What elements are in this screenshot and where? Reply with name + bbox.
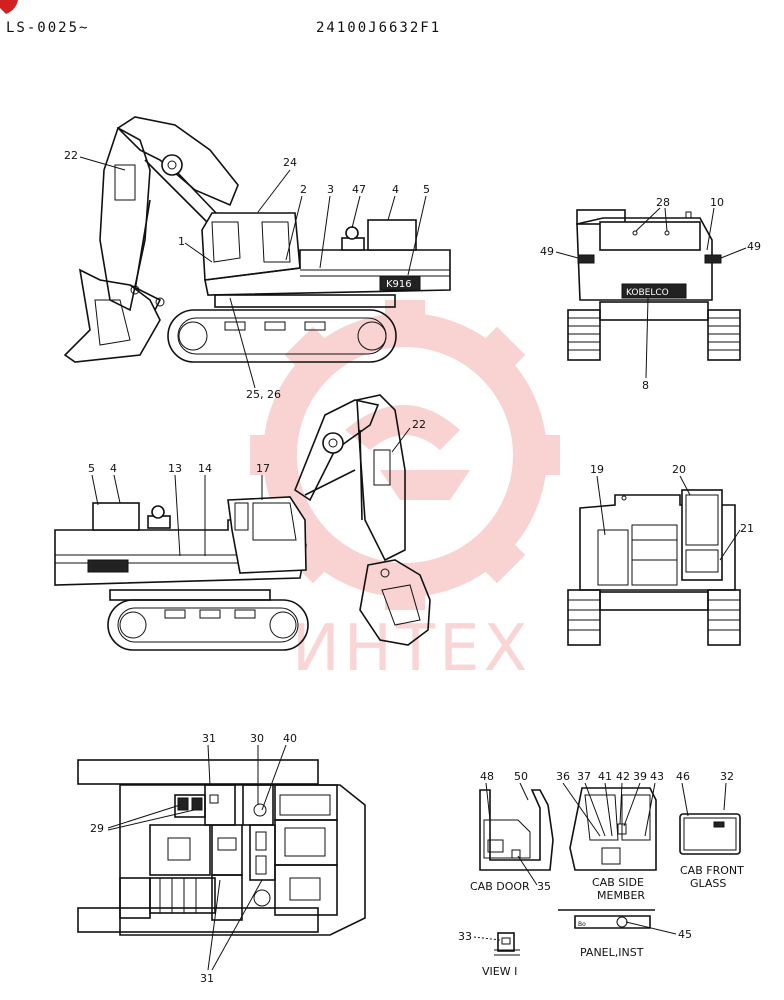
callout-label: 24 <box>283 156 297 169</box>
svg-text:Bo: Bo <box>578 921 586 928</box>
view-1-detail <box>494 932 520 956</box>
callouts-panel-inst: 45 <box>625 921 692 941</box>
callout-label: 19 <box>590 463 604 476</box>
callouts-side-view-left: 22 24 1 2 3 47 4 5 25, 26 <box>64 149 430 401</box>
callout-label: 10 <box>710 196 724 209</box>
callout-label: 8 <box>642 379 649 392</box>
watermark-gear <box>250 300 560 610</box>
callout-label: 13 <box>168 462 182 475</box>
callout-label: 37 <box>577 770 591 783</box>
callout-label: 5 <box>423 183 430 196</box>
callouts-top-plan-view: 31 30 40 29 31 <box>90 732 297 985</box>
brand-plate-rear: KOBELCO <box>626 288 669 298</box>
callout-label: 20 <box>672 463 686 476</box>
caption-panel-inst: PANEL,INST <box>580 946 644 959</box>
callout-label: 48 <box>480 770 494 783</box>
callout-label: 25, 26 <box>246 388 281 401</box>
caption-cab-front-line2: GLASS <box>690 877 726 890</box>
callout-label: 21 <box>740 522 754 535</box>
callout-label: 2 <box>300 183 307 196</box>
callouts-cab-side-member: 36 37 41 42 39 43 <box>556 770 664 837</box>
callout-label: 49 <box>540 245 554 258</box>
callouts-rear-view: 28 10 49 49 8 <box>540 196 761 392</box>
callout-label: 30 <box>250 732 264 745</box>
callout-label: 22 <box>64 149 78 162</box>
callout-label: 32 <box>720 770 734 783</box>
callout-label: 3 <box>327 183 334 196</box>
callout-label: 22 <box>412 418 426 431</box>
callout-label: 40 <box>283 732 297 745</box>
excavator-top-plan-view <box>77 759 366 936</box>
callout-label: 31 <box>202 732 216 745</box>
callout-label: 42 <box>616 770 630 783</box>
callouts-front-view: 19 20 21 <box>590 463 754 561</box>
callout-label: 45 <box>678 928 692 941</box>
callout-label: 35 <box>537 880 551 893</box>
callout-label: 14 <box>198 462 212 475</box>
callout-label: 41 <box>598 770 612 783</box>
callouts-cab-front-glass: 46 32 <box>676 770 734 817</box>
callout-label: 33 <box>458 930 472 943</box>
callout-label: 17 <box>256 462 270 475</box>
excavator-side-view-left: K916 <box>63 116 451 363</box>
callout-label: 39 <box>633 770 647 783</box>
callout-label: 46 <box>676 770 690 783</box>
excavator-rear-view: KOBELCO <box>567 209 741 361</box>
excavator-side-view-right <box>54 394 431 651</box>
caption-view-1: VIEW I <box>482 965 517 978</box>
callouts-cab-door: 48 50 35 <box>480 770 551 893</box>
caption-cab-side-line1: CAB SIDE <box>592 876 644 889</box>
callouts-view-1: 33 <box>458 930 501 943</box>
corner-mark <box>0 0 18 14</box>
callout-label: 36 <box>556 770 570 783</box>
callout-label: 4 <box>110 462 117 475</box>
excavator-front-view <box>567 489 741 646</box>
cab-side-member-detail <box>569 787 657 871</box>
drawing-number-center: 24100J6632F1 <box>316 20 442 36</box>
callout-label: 31 <box>200 972 214 985</box>
brand-plate-side: K916 <box>386 279 412 290</box>
callout-label: 1 <box>178 235 185 248</box>
callout-label: 5 <box>88 462 95 475</box>
callout-label: 50 <box>514 770 528 783</box>
drawing-number-left: LS-0025~ <box>6 20 90 36</box>
callouts-side-view-right: 5 4 13 14 17 22 <box>88 418 426 557</box>
callout-label: 4 <box>392 183 399 196</box>
callout-label: 28 <box>656 196 670 209</box>
callout-label: 49 <box>747 240 761 253</box>
callout-label: 43 <box>650 770 664 783</box>
callout-label: 29 <box>90 822 104 835</box>
cab-door-detail <box>479 789 554 871</box>
caption-cab-front-line1: CAB FRONT <box>680 864 744 877</box>
callout-label: 47 <box>352 183 366 196</box>
caption-cab-side-line2: MEMBER <box>597 889 645 902</box>
caption-cab-door: CAB DOOR <box>470 880 530 893</box>
cab-front-glass-detail <box>679 813 741 855</box>
watermark-text: ИНТЕХ <box>292 612 531 686</box>
